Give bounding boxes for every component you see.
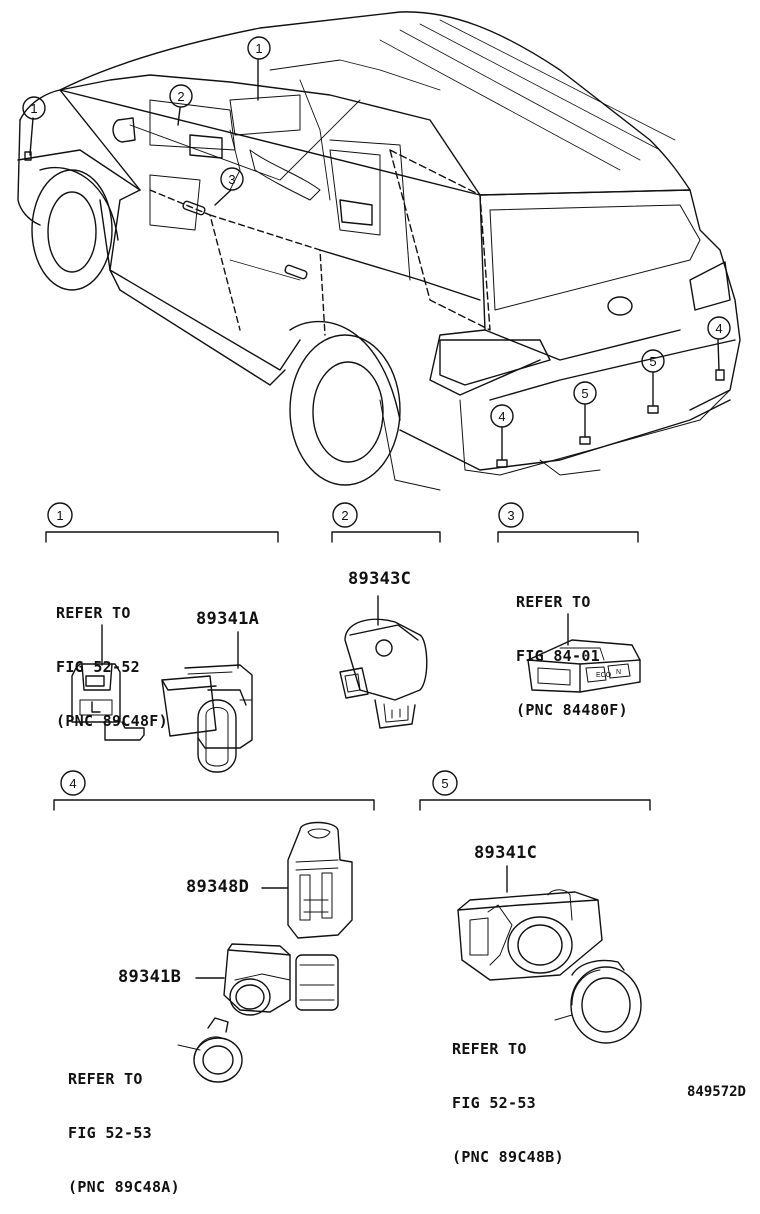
group-4-refer-line-3: (PNC 89C48A) [68,1178,180,1196]
callout-circle-1 [247,36,271,60]
group-5-refer-text: REFER TO FIG 52-53 (PNC 89C48B) [452,1004,564,1184]
group-2-number: 2 [341,508,348,523]
callout-number-3: 3 [228,172,235,187]
callout-number-4: 4 [498,409,505,424]
group-3-refer-line-1: REFER TO [516,593,591,611]
part-number-89341c: 89341C [474,843,538,863]
group-1-bracket-part [71,624,145,741]
vehicle-callout-numbers: 1 1 2 3 4 4 5 5 [30,41,722,424]
group-brackets [45,502,651,811]
group-5-bezel [554,959,642,1044]
group-4-bezel [177,1017,243,1083]
group-numbers: 1 2 3 4 5 [56,508,514,791]
group-1-refer-line-3: (PNC 89C48F) [56,712,168,730]
group-2-circle [332,502,358,528]
callout-circle-1b [22,96,46,120]
group-4-refer-text: REFER TO FIG 52-53 (PNC 89C48A) [68,1034,180,1214]
group-5-refer-line-1: REFER TO [452,1040,527,1058]
part-number-89348d: 89348D [186,877,250,897]
group-1-circle [47,502,73,528]
callout-number-2: 2 [177,89,184,104]
group-5-bracket [419,799,651,811]
group-4-refer-line-2: FIG 52-53 [68,1124,152,1142]
group-3-bracket [497,531,639,543]
parts-diagram: 1 1 2 3 4 4 5 5 1 2 3 4 5 [17,11,746,1196]
group-1-bracket [45,531,279,543]
group-1-number: 1 [56,508,63,523]
switch-symbol-b: N [616,669,621,676]
group-3-refer-line-2: FIG 84-01 [516,647,600,665]
callout-number-4b: 4 [715,321,722,336]
callout-circle-5 [573,381,597,405]
callout-circle-4b [707,316,731,340]
group-5-sensor-89341c [457,865,603,981]
switch-symbol-a: ECO [596,672,612,679]
callout-number-5: 5 [581,386,588,401]
callout-circle-5b [641,349,665,373]
group-4-retainer-89348d [261,821,353,939]
group-3-refer-text: REFER TO FIG 84-01 (PNC 84480F) [516,557,628,737]
group-3-number: 3 [507,508,514,523]
group-2-bracket [331,531,441,543]
group-3-refer-line-3: (PNC 84480F) [516,701,628,719]
callout-number-1: 1 [255,41,262,56]
group-4-bracket [53,799,375,811]
part-number-89343c: 89343C [348,569,412,589]
part-number-89341b: 89341B [118,967,182,987]
group-3-circle [498,502,524,528]
group-5-refer-line-3: (PNC 89C48B) [452,1148,564,1166]
callout-circle-4 [490,404,514,428]
group-1-refer-text: REFER TO FIG 52-52 (PNC 89C48F) [56,568,168,748]
group-2-part-89343c [339,595,428,729]
callout-circle-2 [169,84,193,108]
group-1-refer-line-1: REFER TO [56,604,131,622]
group-4-circle [60,770,86,796]
group-4-refer-line-1: REFER TO [68,1070,143,1088]
group-5-refer-line-2: FIG 52-53 [452,1094,536,1112]
figure-id: 849572D [686,1084,746,1100]
group-1-sensor-89341a [161,631,253,773]
vehicle-illustration [17,11,741,491]
group-4-sensor-89341b [195,943,339,1016]
group-4-number: 4 [69,776,76,791]
callout-number-5b: 5 [649,354,656,369]
group-5-number: 5 [441,776,448,791]
callout-number-1b: 1 [30,101,37,116]
group-3-part-switch: ECO N [527,613,641,693]
group-1-refer-line-2: FIG 52-52 [56,658,140,676]
part-number-89341a: 89341A [196,609,260,629]
diagram-drawing: 1 1 2 3 4 4 5 5 1 2 3 4 5 [17,11,741,1083]
callout-circle-3 [220,167,244,191]
group-5-circle [432,770,458,796]
